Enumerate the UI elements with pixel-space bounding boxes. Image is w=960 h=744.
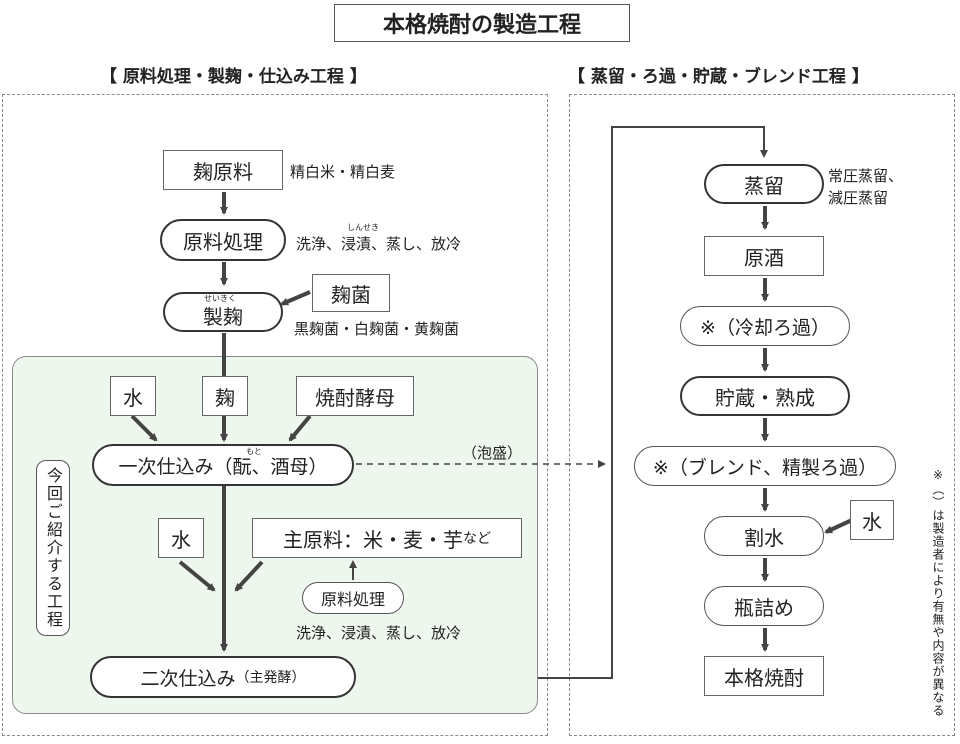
water-box-3: 水 bbox=[850, 500, 894, 540]
water-box-1: 水 bbox=[110, 376, 156, 416]
raw-processing-node-2: 原料処理 bbox=[302, 582, 404, 614]
cooling-filtration-node: ※（冷却ろ過） bbox=[680, 306, 850, 346]
first-shikomi-node: 一次仕込み（酛、酒母） bbox=[92, 444, 354, 486]
ruby-shinseki: しんせき bbox=[347, 223, 379, 232]
ruby-seikiku: せいきく bbox=[204, 294, 236, 303]
koji-box: 麹 bbox=[202, 376, 248, 416]
right-section-heading: 【 蒸留・ろ過・貯蔵・ブレンド工程 】 bbox=[568, 67, 869, 87]
kojikin-note: 黒麹菌・白麹菌・黄麹菌 bbox=[294, 320, 460, 338]
footnote: ※（）は製造者により有無や内容が異なる bbox=[931, 468, 945, 717]
storage-node: 貯蔵・熟成 bbox=[680, 376, 850, 416]
raw-processing-node: 原料処理 bbox=[160, 219, 286, 261]
awamori-label: （泡盛） bbox=[462, 444, 523, 462]
distillation-note-1: 常圧蒸留、 bbox=[828, 167, 904, 185]
raw-processing-note: 洗浄、浸漬、蒸し、放冷 bbox=[296, 235, 462, 253]
main-material-box: 主原料：米・麦・芋など bbox=[252, 518, 522, 558]
second-shikomi-note: （主発酵） bbox=[235, 670, 306, 686]
intro-process-label: 今回ご紹介する工程 bbox=[36, 460, 70, 636]
left-panel bbox=[2, 94, 548, 736]
seikiku-node: 製麹 bbox=[163, 292, 283, 332]
left-section-heading: 【 原料処理・製麹・仕込み工程 】 bbox=[100, 67, 367, 87]
koji-material-note: 精白米・精白麦 bbox=[290, 163, 396, 181]
distillation-node: 蒸留 bbox=[704, 164, 824, 204]
page-title: 本格焼酎の製造工程 bbox=[334, 4, 630, 42]
bottling-node: 瓶詰め bbox=[704, 586, 824, 626]
main-material-text: 主原料：米・麦・芋 bbox=[283, 527, 463, 552]
second-shikomi-label: 二次仕込み bbox=[140, 667, 236, 690]
honkaku-shochu-box: 本格焼酎 bbox=[704, 656, 824, 696]
dilution-node: 割水 bbox=[704, 516, 824, 556]
yeast-box: 焼酎酵母 bbox=[296, 376, 414, 416]
kojikin-box: 麹菌 bbox=[312, 274, 390, 312]
raw-processing-note-2: 洗浄、浸漬、蒸し、放冷 bbox=[296, 624, 462, 642]
second-shikomi-node: 二次仕込み（主発酵） bbox=[90, 656, 356, 698]
ruby-moto: もと bbox=[246, 447, 262, 456]
raw-spirit-box: 原酒 bbox=[704, 236, 824, 276]
right-panel bbox=[569, 94, 955, 736]
main-material-suffix: など bbox=[463, 531, 491, 547]
blend-node: ※（ブレンド、精製ろ過） bbox=[634, 446, 896, 486]
distillation-note-2: 減圧蒸留 bbox=[828, 189, 889, 207]
koji-material-box: 麹原料 bbox=[163, 150, 283, 190]
water-box-2: 水 bbox=[158, 518, 204, 558]
